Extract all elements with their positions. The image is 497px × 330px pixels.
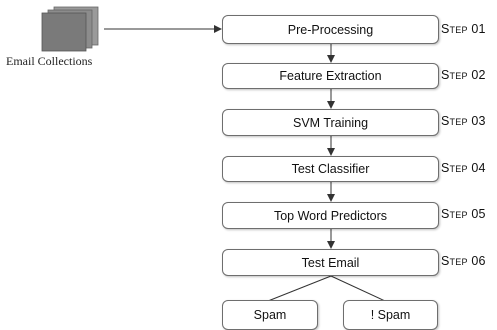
step-box-5: Top Word Predictors: [222, 202, 439, 229]
step-box-6: Test Email: [222, 249, 439, 276]
pipeline-diagram: Email Collections Pre-Processing Step 01…: [6, 6, 486, 330]
step-box-4: Test Classifier: [222, 156, 439, 182]
document-stack-icon: [41, 6, 99, 52]
step-number-6: Step 06: [441, 254, 486, 268]
step-box-2: Feature Extraction: [222, 63, 439, 89]
split-line-right: [330, 275, 386, 302]
step-box-1: Pre-Processing: [222, 15, 439, 44]
split-line-left: [267, 275, 332, 302]
step-number-4: Step 04: [441, 161, 486, 175]
source-label: Email Collections: [6, 54, 93, 68]
step-box-3: SVM Training: [222, 109, 439, 136]
step-number-3: Step 03: [441, 114, 486, 128]
step-number-2: Step 02: [441, 68, 486, 82]
output-box-spam: Spam: [222, 300, 318, 330]
step-number-5: Step 05: [441, 207, 486, 221]
step-number-1: Step 01: [441, 22, 486, 36]
connector-layer: [104, 25, 386, 302]
output-box-not-spam: ! Spam: [343, 300, 438, 330]
